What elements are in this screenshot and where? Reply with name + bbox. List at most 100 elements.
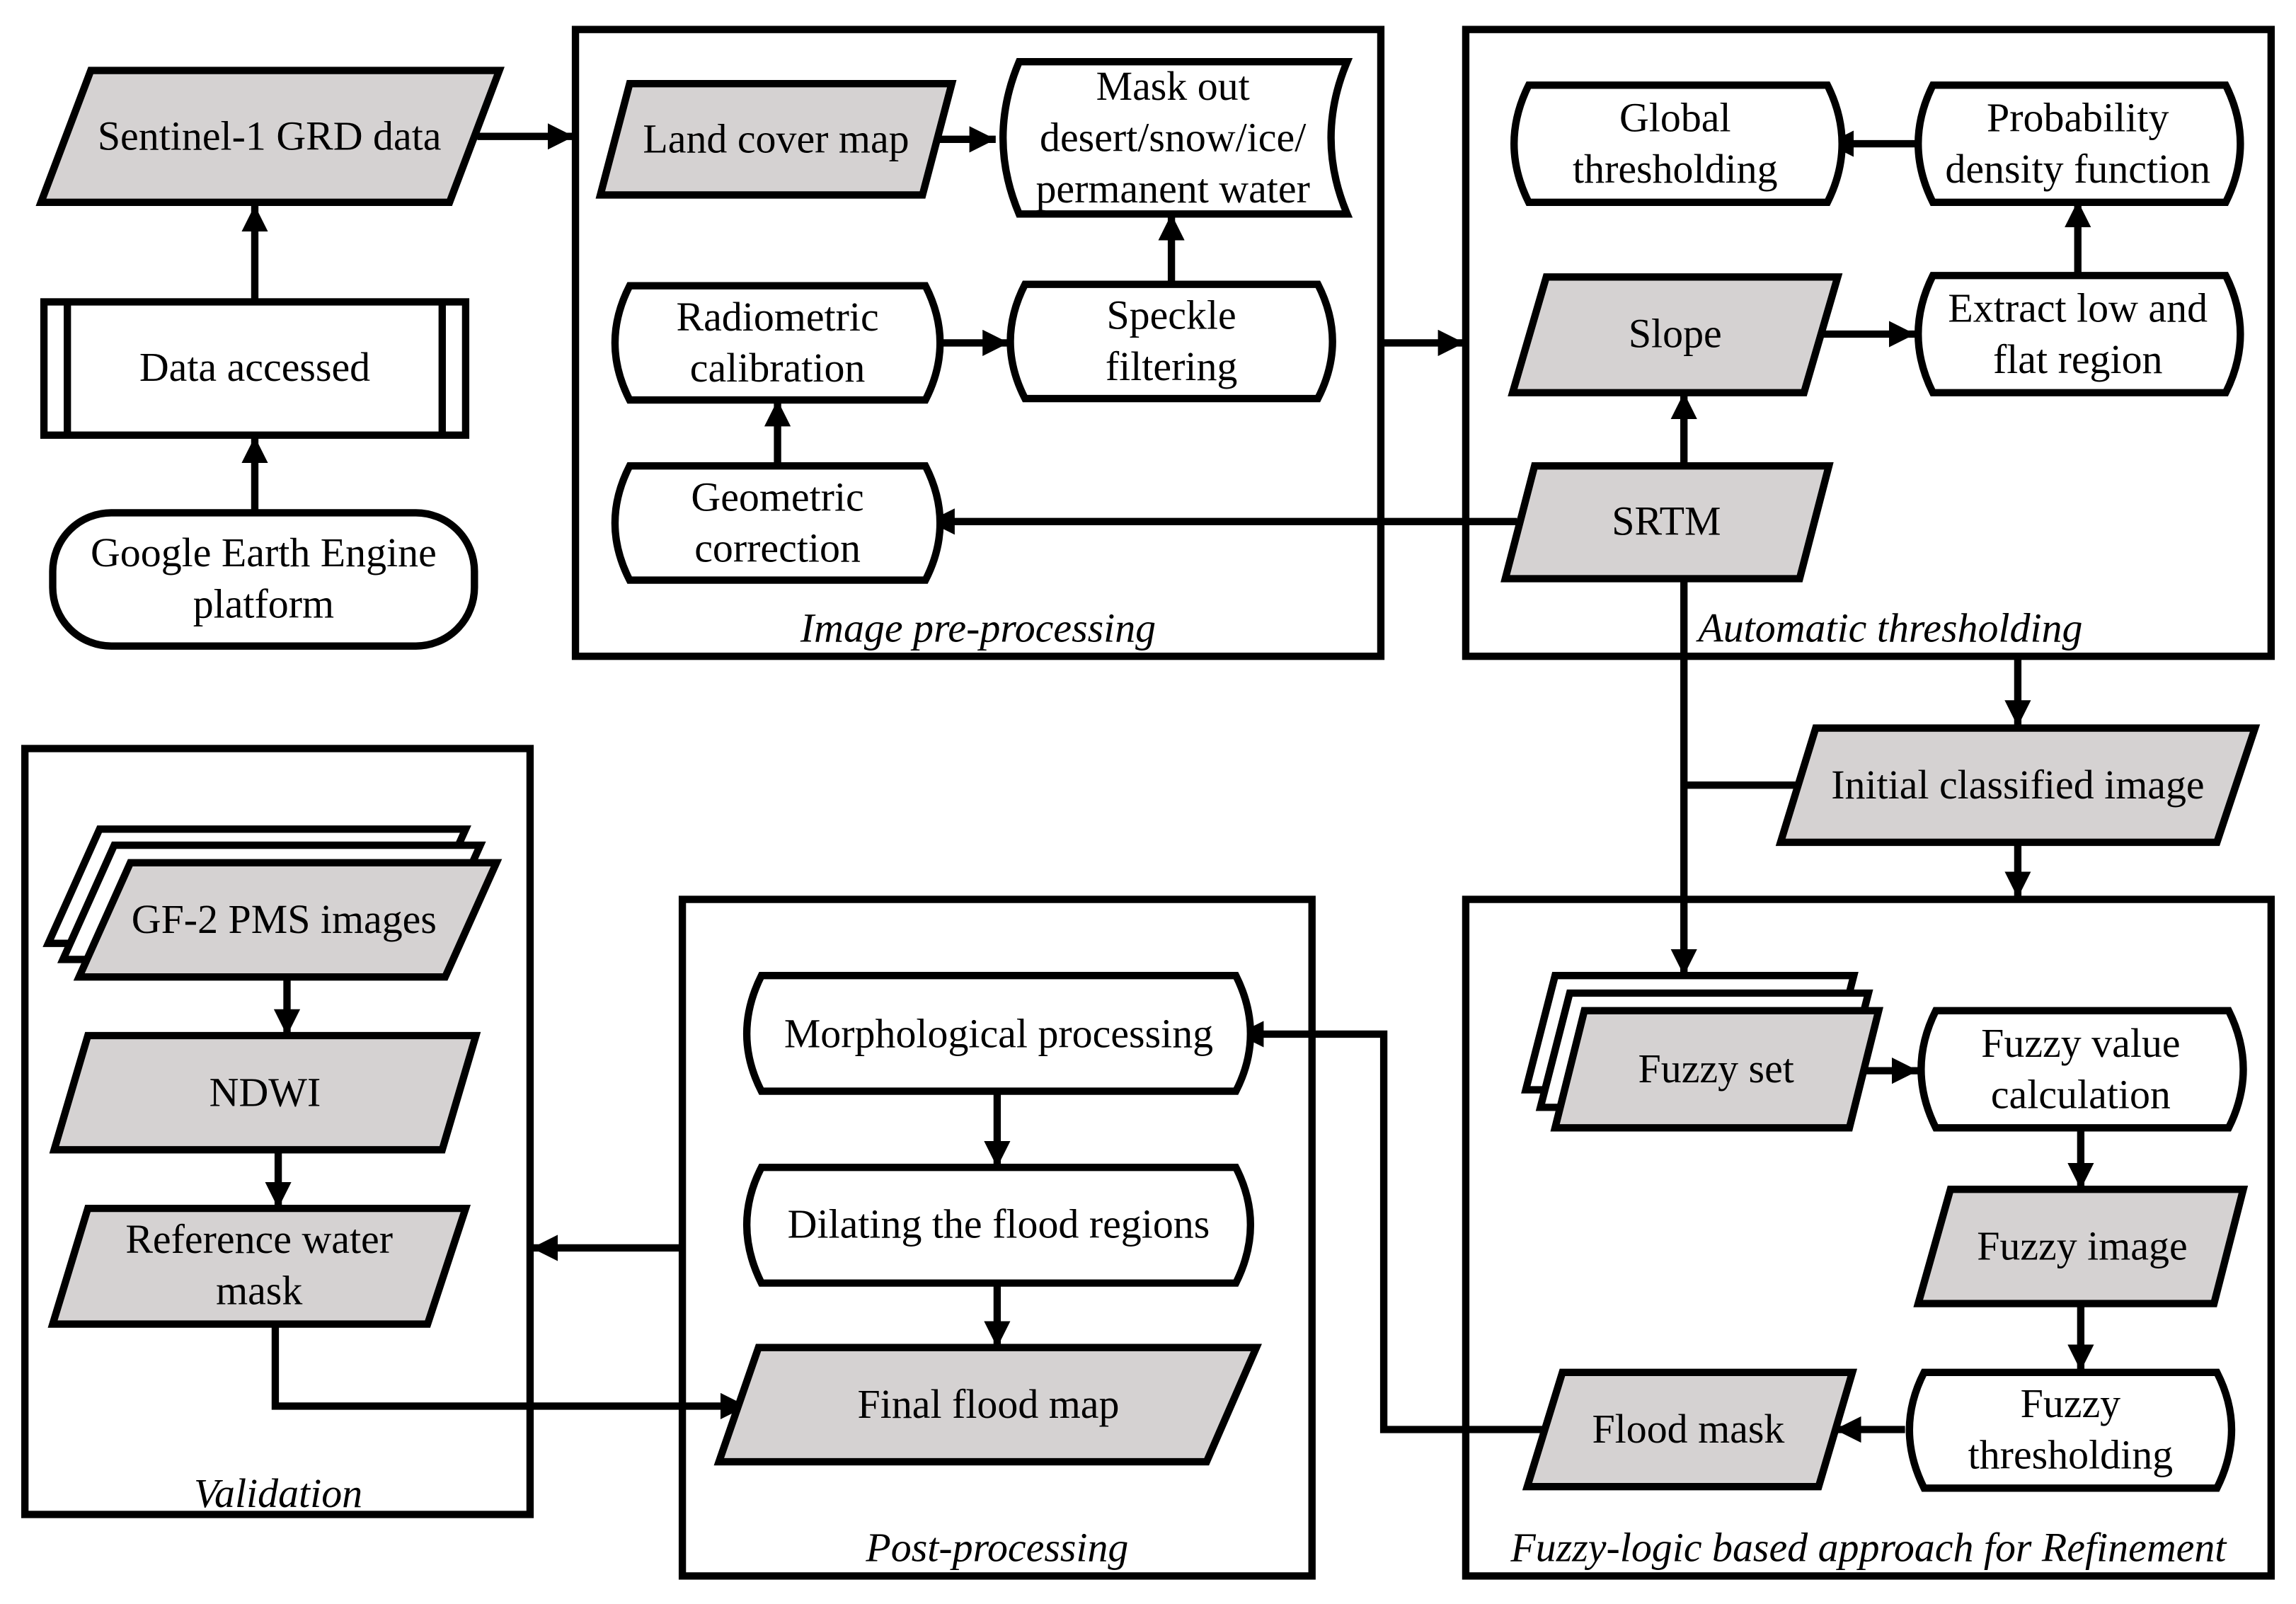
land-cover-node	[595, 80, 957, 199]
final-flood-map-node	[713, 1344, 1262, 1466]
speckle-label: Speckle filtering	[1106, 292, 1238, 389]
caption-image-preprocessing: Image pre-processing	[800, 605, 1156, 651]
reference-water-label: Reference water mask	[125, 1216, 393, 1313]
label-line: Fuzzy set	[1638, 1046, 1794, 1092]
sentinel-data-node	[35, 67, 505, 206]
fuzzy-image-label: Fuzzy image	[1977, 1223, 2187, 1269]
label-line: Mask out	[1096, 63, 1250, 109]
dilating-label: Dilating the flood regions	[788, 1201, 1210, 1247]
label-line: filtering	[1106, 343, 1238, 389]
label-line: Reference water	[125, 1216, 393, 1262]
fuzzy-thresholding-node	[1905, 1368, 2236, 1492]
label-line: SRTM	[1612, 498, 1721, 544]
label-line: Flood mask	[1592, 1406, 1784, 1452]
nodes: Sentinel-1 GRD data Data accessed Google…	[35, 58, 2261, 1492]
pdf-label: Probability density function	[1945, 94, 2210, 191]
fuzzy-thresholding-label: Fuzzy thresholding	[1968, 1380, 2174, 1477]
label-line: Radiometric	[676, 294, 878, 340]
initial-classified-label: Initial classified image	[1831, 762, 2204, 808]
label-line: Land cover map	[643, 115, 909, 161]
label-line: Fuzzy image	[1977, 1223, 2187, 1269]
group-fuzzy-refinement	[1462, 895, 2275, 1580]
connectors	[241, 123, 2094, 1443]
srtm-label: SRTM	[1612, 498, 1721, 544]
morphological-label: Morphological processing	[784, 1011, 1213, 1057]
label-line: Final flood map	[858, 1381, 1120, 1427]
pdf-node	[1915, 81, 2244, 206]
label-line: Speckle	[1106, 292, 1236, 338]
fuzzy-calc-node	[1917, 1007, 2247, 1132]
group-automatic-thresholding	[1462, 25, 2275, 660]
label-line: Fuzzy	[2021, 1380, 2121, 1426]
mask-out-node	[999, 58, 1353, 218]
data-accessed-node	[40, 298, 470, 439]
label-line: Dilating the flood regions	[788, 1201, 1210, 1247]
label-line: desert/snow/ice/	[1040, 114, 1307, 160]
ndwi-node	[49, 1031, 481, 1154]
fuzzy-set-label: Fuzzy set	[1638, 1046, 1794, 1092]
label-line: Extract low and	[1948, 285, 2208, 331]
label-line: Data accessed	[139, 344, 370, 390]
land-cover-label: Land cover map	[643, 115, 909, 161]
gee-platform-label: Google Earth Engine platform	[91, 529, 437, 626]
radiometric-label: Radiometric calibration	[676, 294, 878, 391]
fuzzy-image-node	[1913, 1186, 2249, 1307]
slope-label: Slope	[1629, 311, 1722, 357]
label-line: NDWI	[209, 1069, 321, 1115]
label-line: thresholding	[1573, 146, 1778, 192]
geometric-node	[611, 462, 944, 584]
label-line: Geometric	[691, 474, 863, 520]
label-line: thresholding	[1968, 1431, 2174, 1477]
label-line: calculation	[1991, 1071, 2171, 1117]
gee-platform-node	[49, 509, 478, 650]
label-line: GF-2 PMS images	[132, 896, 437, 942]
label-line: correction	[694, 525, 861, 571]
slope-node	[1508, 273, 1843, 396]
group-post-processing	[678, 895, 1316, 1580]
label-line: Fuzzy value	[1981, 1020, 2180, 1066]
label-line: Google Earth Engine	[91, 529, 437, 575]
label-line: Initial classified image	[1831, 762, 2204, 808]
gf2-images-node	[73, 859, 503, 981]
caption-fuzzy-refinement: Fuzzy-logic based approach for Refinemen…	[1510, 1525, 2227, 1571]
ndwi-label: NDWI	[209, 1069, 321, 1115]
label-line: calibration	[690, 345, 866, 391]
fuzzy-set-node	[1550, 1007, 1883, 1132]
extract-node	[1915, 272, 2244, 396]
extract-label: Extract low and flat region	[1948, 285, 2208, 382]
global-thresholding-label: Global thresholding	[1573, 94, 1778, 191]
sentinel-data-label: Sentinel-1 GRD data	[98, 113, 442, 159]
label-line: Sentinel-1 GRD data	[98, 113, 442, 159]
data-accessed-label: Data accessed	[139, 344, 370, 390]
radiometric-node	[611, 282, 944, 404]
label-line: Global	[1619, 94, 1731, 140]
reference-water-node	[47, 1204, 471, 1328]
morphological-node	[742, 971, 1254, 1095]
label-line: flat region	[1993, 336, 2163, 382]
flood-mask-label: Flood mask	[1592, 1406, 1784, 1452]
arrow-flood-mask-to-morph	[1237, 1021, 1554, 1433]
geometric-label: Geometric correction	[691, 474, 863, 571]
caption-validation: Validation	[194, 1470, 362, 1516]
label-line: mask	[216, 1268, 302, 1314]
caption-post-processing: Post-processing	[865, 1525, 1128, 1571]
flood-mask-node	[1522, 1368, 1858, 1491]
initial-classified-node	[1775, 724, 2261, 847]
global-thresholding-node	[1510, 81, 1846, 206]
fuzzy-calc-label: Fuzzy value calculation	[1981, 1020, 2180, 1117]
label-line: density function	[1945, 146, 2210, 192]
label-line: Probability	[1987, 94, 2169, 140]
label-line: platform	[193, 580, 334, 626]
group-validation	[21, 745, 534, 1518]
srtm-node	[1500, 462, 1834, 583]
final-flood-map-label: Final flood map	[858, 1381, 1120, 1427]
gf2-images-label: GF-2 PMS images	[132, 896, 437, 942]
dilating-node	[742, 1164, 1254, 1287]
label-line: Morphological processing	[784, 1011, 1213, 1057]
caption-automatic-thresholding: Automatic thresholding	[1695, 605, 2082, 651]
speckle-node	[1006, 280, 1336, 403]
arrow-refwater-to-final	[271, 1324, 747, 1420]
